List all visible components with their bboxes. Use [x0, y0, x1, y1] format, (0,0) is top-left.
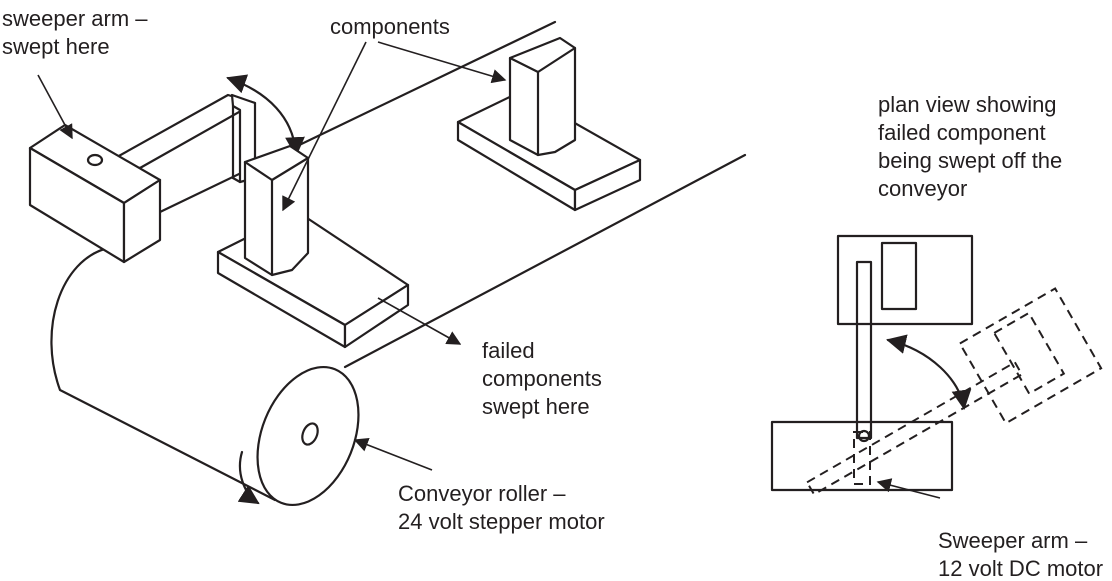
plan-component-body	[880, 241, 918, 311]
conveyor-roller	[237, 365, 360, 507]
plan-view-label-2: failed component	[878, 120, 1046, 145]
arrow-roller	[353, 437, 433, 471]
arrow-failed-components	[377, 297, 462, 345]
component-front	[216, 144, 410, 349]
failed-components-label-2: components	[482, 366, 602, 391]
arrow-component-front	[282, 41, 367, 212]
arrow-sweeper-arm	[37, 74, 73, 140]
plan-view-label-3: being swept off the	[878, 148, 1062, 173]
plan-motor-box	[770, 420, 954, 492]
conveyor-belt	[50, 20, 747, 502]
roller-rotation-arrow	[237, 450, 260, 505]
components-label: components	[330, 14, 450, 39]
sweeper-motor-label-2: 12 volt DC motor	[938, 556, 1103, 581]
motor-shaft	[86, 153, 104, 167]
plan-view-label-4: conveyor	[878, 176, 967, 201]
plan-arm-underside	[853, 431, 871, 485]
arrow-sweeper-motor	[876, 478, 941, 499]
sweeper-motor-label-1: Sweeper arm –	[938, 528, 1088, 553]
plan-arm-swept-position	[805, 360, 1024, 496]
sweep-arc-arrow	[226, 74, 305, 157]
roller-axle	[301, 422, 319, 446]
plan-component-swept-position	[958, 287, 1103, 425]
component-back	[456, 36, 642, 212]
sweeper-arm-label-2: swept here	[2, 34, 110, 59]
roller-label-2: 24 volt stepper motor	[398, 509, 605, 534]
plan-view	[770, 234, 1103, 496]
leader-arrows	[37, 41, 941, 499]
sweeper-arm-label-1: sweeper arm –	[2, 6, 148, 31]
sweeper-motor-box	[28, 123, 162, 264]
arrow-component-back	[377, 41, 507, 84]
roller-label-1: Conveyor roller –	[398, 481, 566, 506]
failed-components-label-3: swept here	[482, 394, 590, 419]
plan-sweeper-arm	[855, 260, 873, 440]
plan-view-label-1: plan view showing	[878, 92, 1057, 117]
labels: sweeper arm – swept here components plan…	[2, 6, 1103, 581]
plan-sweep-arc-arrow	[886, 334, 972, 410]
failed-components-label-1: failed	[482, 338, 535, 363]
